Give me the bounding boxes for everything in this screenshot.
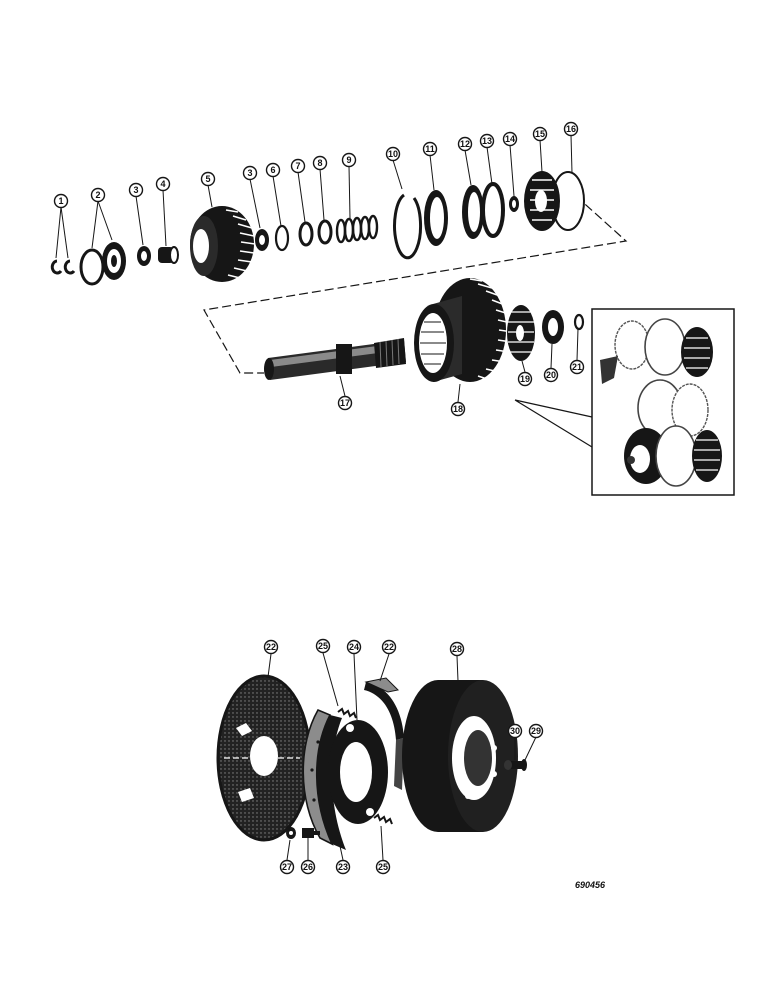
callout-1: 1 [53,193,69,209]
callout-leader-lines [55,134,579,861]
svg-text:20: 20 [546,370,556,380]
callout-21: 21 [569,359,585,375]
callout-23: 23 [335,859,351,875]
part-18-drum-gear [414,278,513,382]
part-3-spacer [137,246,151,266]
part-9-spring [335,214,379,244]
callout-29: 29 [528,723,544,739]
svg-text:27: 27 [282,862,292,872]
part-3-washer-second [255,229,269,251]
callout-13: 13 [479,133,495,149]
callout-14: 14 [502,131,518,147]
svg-text:9: 9 [346,155,351,165]
part-12-13-discs [462,182,505,239]
svg-text:16: 16 [566,124,576,134]
svg-text:25: 25 [378,862,388,872]
part-2-bearing-and-ring [79,242,126,286]
svg-text:4: 4 [160,179,165,189]
svg-text:22: 22 [384,642,394,652]
callout-15: 15 [532,126,548,142]
part-30-29-bolt-washer [504,759,527,771]
callout-18: 18 [450,401,466,417]
svg-text:28: 28 [452,644,462,654]
svg-text:7: 7 [295,161,300,171]
svg-text:21: 21 [572,362,582,372]
part-19-small-gear [507,305,535,361]
svg-text:2: 2 [95,190,100,200]
part-28-brake-drum [402,680,518,832]
svg-text:11: 11 [425,144,435,154]
part-27-26-nut-bolt [286,827,320,839]
svg-text:3: 3 [133,185,138,195]
part-6-ring [274,224,290,252]
callout-3-second: 3 [242,165,258,181]
svg-text:25: 25 [318,641,328,651]
callout-4: 4 [155,176,171,192]
callout-17: 17 [337,395,353,411]
part-5-gear [190,206,256,282]
callout-16: 16 [563,121,579,137]
callout-6: 6 [265,162,281,178]
svg-text:17: 17 [340,398,350,408]
callout-22-second: 22 [381,639,397,655]
part-4-sleeve [158,246,179,264]
svg-text:5: 5 [205,174,210,184]
figure-reference-number: 690456 [575,880,606,890]
svg-text:30: 30 [510,726,520,736]
part-22-backing-plate [216,674,312,842]
callout-10: 10 [385,146,401,162]
part-24-anchor-plate [328,720,388,824]
part-10-snap-ring [393,193,423,260]
svg-text:26: 26 [303,862,313,872]
callout-20: 20 [543,367,559,383]
callout-26: 26 [300,859,316,875]
callout-5: 5 [200,171,216,187]
svg-text:12: 12 [460,139,470,149]
callout-bubbles: 1 2 3 4 5 3 6 7 8 9 10 11 12 13 14 15 16… [53,121,585,875]
callout-25: 25 [315,638,331,654]
callout-3: 3 [128,182,144,198]
callout-28: 28 [449,641,465,657]
svg-text:3: 3 [247,168,252,178]
part-25-springs [337,707,393,825]
svg-text:15: 15 [535,129,545,139]
callout-9: 9 [341,152,357,168]
part-22-upper-shoe [364,677,404,790]
callout-22: 22 [263,639,279,655]
part-20-bearing [542,310,564,344]
callout-7: 7 [290,158,306,174]
callout-24: 24 [346,639,362,655]
callout-19: 19 [517,371,533,387]
svg-text:23: 23 [338,862,348,872]
part-7-8-rings [298,219,333,247]
part-15-16-hub-and-cup [524,171,585,231]
svg-text:19: 19 [520,374,530,384]
svg-text:8: 8 [317,158,322,168]
callout-2: 2 [90,187,106,203]
svg-text:6: 6 [270,165,275,175]
callout-30: 30 [507,723,523,739]
callout-11: 11 [422,141,438,157]
svg-text:22: 22 [266,642,276,652]
assembly-guide-lines [203,186,628,374]
callout-8: 8 [312,155,328,171]
svg-text:10: 10 [388,149,398,159]
callout-25-second: 25 [375,859,391,875]
svg-text:24: 24 [349,642,359,652]
svg-text:18: 18 [453,404,463,414]
callout-27: 27 [279,859,295,875]
svg-text:13: 13 [482,136,492,146]
svg-text:29: 29 [531,726,541,736]
callout-12: 12 [457,136,473,152]
part-11-clutch-ring [424,190,448,246]
part-17-shaft [264,338,406,380]
part-21-snap-ring [573,313,585,331]
part-1-snap-rings [50,259,76,275]
part-14-washer [509,196,519,212]
svg-text:1: 1 [58,196,63,206]
inset-assembled-view [514,308,735,496]
svg-text:14: 14 [505,134,515,144]
